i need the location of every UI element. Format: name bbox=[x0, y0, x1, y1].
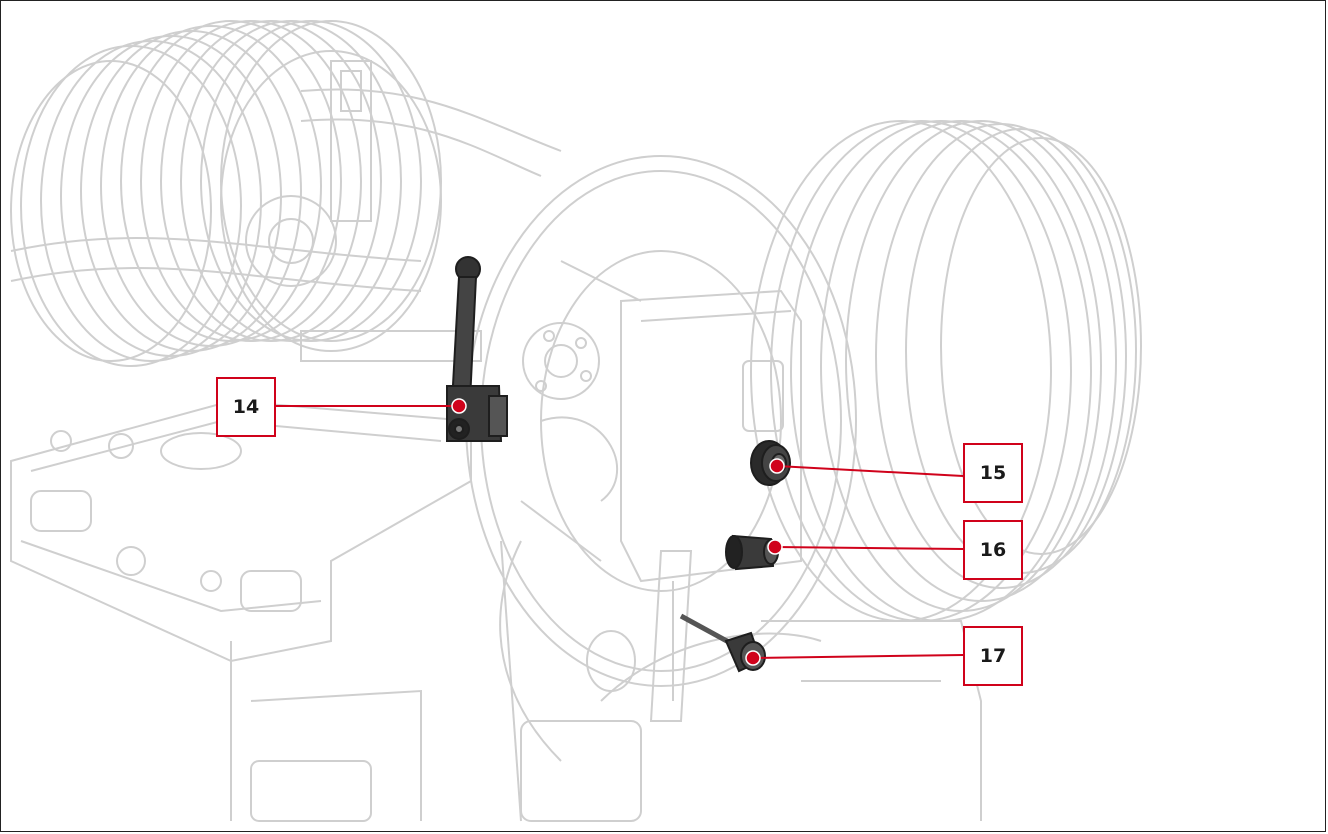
callout-dot-14 bbox=[451, 398, 467, 414]
front-hose-reel bbox=[465, 120, 1142, 687]
leader-line-16 bbox=[774, 546, 964, 550]
callout-dot-17 bbox=[745, 650, 761, 666]
callout-box-14: 14 bbox=[216, 377, 276, 437]
callout-dot-16 bbox=[767, 539, 783, 555]
back-hose-reel bbox=[10, 20, 442, 367]
callout-box-15: 15 bbox=[963, 443, 1023, 503]
callout-box-17: 17 bbox=[963, 626, 1023, 686]
callout-dot-15 bbox=[769, 458, 785, 474]
highlighted-parts bbox=[446, 256, 791, 673]
lever-handle-14 bbox=[446, 256, 508, 442]
leader-line-15 bbox=[776, 465, 964, 477]
leader-line-17 bbox=[752, 654, 964, 659]
callout-box-16: 16 bbox=[963, 520, 1023, 580]
